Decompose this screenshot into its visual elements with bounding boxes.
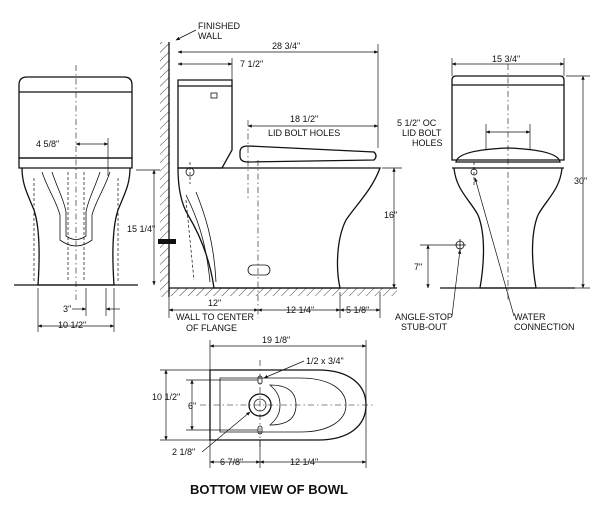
- side-tank: [177, 79, 233, 169]
- rear-seat: [18, 157, 133, 169]
- label-wall-flange-2: OF FLANGE: [186, 323, 237, 333]
- rear-tank: [18, 76, 133, 159]
- side-trap-curve: [185, 194, 211, 283]
- label-base-offset: 3": [63, 304, 71, 314]
- front-tank: [451, 75, 565, 161]
- label-side-height: 15 1/4": [127, 224, 155, 234]
- label-overall-height: 30": [574, 176, 587, 186]
- label-lid-bolt-holes: LID BOLT HOLES: [268, 128, 340, 138]
- label-outlet-dia: 2 1/8": [172, 447, 195, 457]
- front-view: 5 1/2" OC LID BOLT HOLES 15 3/4" 30" 7" …: [395, 54, 590, 332]
- wall-hatch: [160, 42, 169, 297]
- label-rear-to-center: 6 7/8": [220, 457, 243, 467]
- bottom-trap: [268, 384, 297, 426]
- bottom-outline: [209, 369, 367, 441]
- side-cleanout: [247, 264, 271, 276]
- rear-hidden-lines: [33, 178, 119, 282]
- bottom-view-title: BOTTOM VIEW OF BOWL: [190, 482, 348, 497]
- label-overall-depth: 28 3/4": [272, 41, 300, 51]
- label-oc-2: LID BOLT: [402, 128, 442, 138]
- side-view: FINISHED WALL 28 3/4" 7 1/2" 18 1/: [158, 21, 402, 333]
- label-bottom-length: 19 1/8": [262, 335, 290, 345]
- label-tank-offset: 4 5/8": [36, 139, 59, 149]
- label-front-overhang: 5 1/8": [346, 305, 369, 315]
- leader-bolt-size: [263, 360, 305, 379]
- leader-angle-stop: [451, 249, 462, 317]
- floor-hatch: [169, 288, 397, 296]
- side-seat-lid: [239, 145, 377, 163]
- label-bolt-spacing: 6": [188, 401, 196, 411]
- label-bottom-width: 10 1/2": [152, 392, 180, 402]
- bottom-view: 19 1/8" 1/2 x 3/4" 10 1/2" 6" 2 1/8" 6 7…: [152, 335, 375, 497]
- label-base-width: 10 1/2": [58, 320, 86, 330]
- label-bolt-size: 1/2 x 3/4": [306, 356, 344, 366]
- label-flange-front: 12 1/4": [286, 305, 314, 315]
- label-finished-wall-1: FINISHED: [198, 21, 241, 31]
- bottom-foot: [219, 377, 347, 433]
- label-angle-stop-2: STUB-OUT: [401, 322, 448, 332]
- label-finished-wall-2: WALL: [198, 31, 222, 41]
- flush-button: [210, 92, 218, 99]
- label-front-width: 15 3/4": [492, 54, 520, 64]
- label-angle-stop-1: ANGLE-STOP: [395, 312, 453, 322]
- leader-finished-wall: [175, 29, 197, 41]
- label-supply-height: 7": [414, 262, 422, 272]
- angle-stop-stub: [158, 239, 176, 244]
- label-tank-depth: 7 1/2": [240, 59, 263, 69]
- label-water-conn-1: WATER: [514, 312, 546, 322]
- label-oc-1: 5 1/2" OC: [397, 118, 437, 128]
- label-wall-flange-1: WALL TO CENTER: [176, 312, 255, 322]
- label-lid-bolt-dim: 18 1/2": [290, 114, 318, 124]
- leader-water-connection: [474, 177, 515, 317]
- side-bowl: [177, 167, 381, 289]
- rear-view: 4 5/8" 15 1/4" 3" 10 1/2": [14, 65, 160, 332]
- label-water-conn-2: CONNECTION: [514, 322, 575, 332]
- label-rough-in: 12": [208, 298, 221, 308]
- label-oc-3: HOLES: [412, 138, 443, 148]
- rear-bowl: [21, 167, 131, 286]
- label-center-to-front: 12 1/4": [290, 457, 318, 467]
- label-rim-height: 16": [384, 210, 397, 220]
